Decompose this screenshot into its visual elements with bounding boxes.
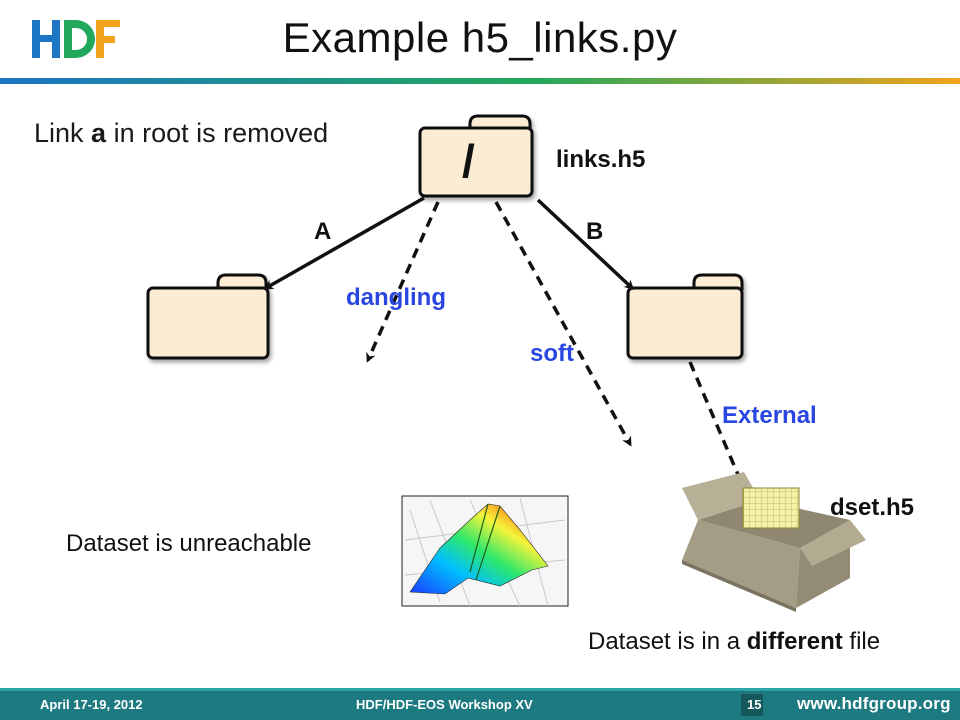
footer-bar [0, 690, 960, 720]
external-dataset-grid-icon [742, 487, 800, 529]
external-link-arrow [688, 361, 744, 487]
dataset-surface-plot-image [401, 495, 569, 607]
external-file-label: dset.h5 [830, 494, 915, 521]
soft-link-arrow [494, 201, 632, 447]
note-text-after: in root is removed [106, 118, 329, 148]
group-a-folder-icon [146, 273, 270, 360]
link-a-label: A [314, 218, 332, 245]
note-link-name: a [91, 118, 107, 148]
root-file-label: links.h5 [556, 146, 646, 173]
removal-note: Link a in root is removed [34, 114, 328, 152]
different-caption-before: Dataset is in a [588, 628, 747, 655]
note-text-before: Link [34, 118, 92, 148]
links-diagram [146, 114, 866, 612]
footer-event: HDF/HDF-EOS Workshop XV [356, 697, 533, 712]
footer-accent-line [0, 688, 960, 691]
external-link-label: External [722, 402, 817, 429]
footer-date: April 17-19, 2012 [40, 697, 143, 712]
root-group-folder-icon [418, 114, 534, 198]
title-underline [0, 78, 960, 84]
different-file-caption: Dataset is in a different file [588, 628, 880, 656]
dangling-link-label: dangling [346, 284, 446, 311]
root-slash-label: / [462, 135, 475, 187]
different-caption-bold: different [746, 628, 843, 655]
different-caption-after: file [842, 628, 881, 655]
footer-page-number: 15 [747, 697, 762, 712]
link-b-label: B [586, 218, 604, 245]
unreachable-caption: Dataset is unreachable [66, 530, 312, 557]
group-b-folder-icon [626, 273, 744, 360]
slide-title: Example h5_links.py [282, 14, 678, 61]
footer-website: www.hdfgroup.org [797, 694, 951, 713]
footer-page-box [741, 694, 763, 716]
hard-link-a-arrow [263, 196, 425, 290]
soft-link-label: soft [530, 340, 574, 367]
dangling-link-arrow [366, 201, 440, 363]
hdf-logo [32, 20, 120, 58]
hard-link-b-arrow [536, 198, 635, 291]
